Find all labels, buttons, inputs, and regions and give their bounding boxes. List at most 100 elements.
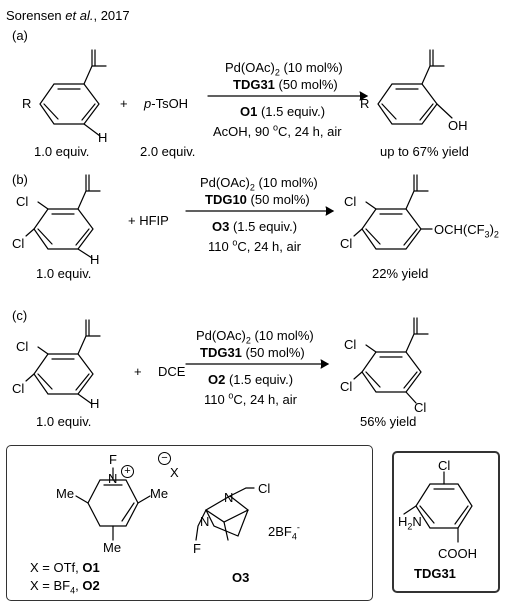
reaction-b-cond-tdg-load: (50 mol%) [246,192,310,207]
o3-f: F [193,541,201,556]
reaction-c-plus: + [134,364,142,379]
tdg31-h2n-sub: 2 [407,521,413,532]
reaction-c-yield: 56% yield [360,414,417,429]
o3-n-top: N [224,490,234,505]
reaction-c-cond-temp-value: 110 [204,392,229,407]
o1-n: N [108,471,118,486]
reaction-b-prod-group-sub: 3 [484,229,490,240]
reaction-a-cond-solvent-temp: AcOH, 90 [213,124,273,139]
reaction-a-cond-catalyst-name: Pd(OAc) [225,60,275,75]
reaction-b-cond-oxidant: O3 (1.5 equiv.) [212,219,297,234]
reaction-c-cond-tdg: TDG31 (50 mol%) [200,345,305,360]
reaction-a-yield: up to 67% yield [380,144,469,159]
reaction-a-label: (a) [12,28,28,43]
o3-n-bottom: N [200,514,210,529]
reaction-a-plus: + [120,96,128,111]
reaction-b-prod-group-a: OCH(CF [434,222,485,237]
tdg31-cooh: COOH [438,546,477,561]
reaction-b-cond-catalyst: Pd(OAc)2 (10 mol%) [200,175,318,193]
reaction-a-cond-degree: o [272,122,278,133]
reaction-a-product-structure [377,49,453,125]
o1-f: F [109,452,117,467]
reaction-c-cond-oxidant-name: O2 [208,372,226,387]
o1-definition-label: O1 [82,560,100,575]
reaction-b-cond-degree: o [232,237,238,248]
reaction-a-reactant-structure [39,49,107,137]
o2-definition-comma: , [75,578,83,593]
citation-etal: et al. [65,8,94,23]
reaction-b-cond-tdg: TDG10 (50 mol%) [205,192,310,207]
reaction-a-cond-oxidant: O1 (1.5 equiv.) [240,104,325,119]
reaction-a-cond-oxidant-name: O1 [240,104,258,119]
reaction-b-cond-catalyst-name: Pd(OAc) [200,175,250,190]
reaction-a-cond-oxidant-load: (1.5 equiv.) [257,104,326,119]
reaction-b-cond-temp-value: 110 [208,239,233,254]
reaction-b-prod-cl-top: Cl [344,194,357,209]
reaction-a-equiv-1: 1.0 equiv. [34,144,90,159]
o1-minus-charge: − [158,452,171,465]
reaction-b-cond-catalyst-load: (10 mol%) [254,175,318,190]
o1-definition: X = OTf, O1 [30,560,100,575]
reaction-c-reagent: DCE [158,364,186,379]
reaction-a-cond-catalyst: Pd(OAc)2 (10 mol%) [225,60,343,78]
o1-definition-x: X = OTf, [30,560,83,575]
o3-label: O3 [232,570,250,585]
reaction-b-cl-bottom: Cl [12,236,25,251]
reaction-a-cond-catalyst-load: (10 mol%) [279,60,343,75]
tdg31-box [392,451,500,593]
reaction-a-reagent-p: p [144,96,152,111]
tdg31-structure [403,471,473,543]
tdg31-h2n-h: H [398,514,408,529]
reaction-b-reactant-structure [25,174,101,259]
reaction-c-prod-cl-top: Cl [344,337,357,352]
reaction-c-h: H [90,396,100,411]
o2-definition-x: X = BF [30,578,71,593]
reaction-c-product-structure [353,317,429,404]
reaction-b-product-structure [353,174,433,250]
o1-me-left: Me [56,486,75,501]
reaction-b-prod-group-sub2: 2 [493,229,499,240]
reaction-b-cond-oxidant-load: (1.5 equiv.) [229,219,298,234]
oxidant-pyridinium-structure [75,467,151,541]
citation: Sorensen et al., 2017 [6,8,130,23]
reaction-a-reactant-r: R [22,96,32,111]
reaction-c-cl-bottom: Cl [12,381,25,396]
reaction-b-cond-temp: 110 oC, 24 h, air [208,237,301,254]
reaction-c-cond-catalyst-load: (10 mol%) [250,328,314,343]
reaction-c-label: (c) [12,308,28,323]
reaction-c-cond-tdg-load: (50 mol%) [241,345,305,360]
reaction-b-cond-catalyst-sub: 2 [249,182,255,193]
o1-plus-charge: + [121,465,134,478]
reaction-c-cond-temp: 110 oC, 24 h, air [204,391,297,407]
o3-counterion-bf: 2BF [268,524,292,539]
reaction-c-equiv: 1.0 equiv. [36,414,92,429]
o3-cl: Cl [258,481,271,496]
reaction-c-cond-time: C, 24 h, air [233,392,297,407]
reaction-a-cond-catalyst-sub: 2 [274,67,280,78]
reaction-c-cond-oxidant-load: (1.5 equiv.) [225,372,294,387]
tdg31-cl: Cl [438,458,451,473]
o2-definition: X = BF4, O2 [30,578,100,595]
citation-year: , 2017 [93,8,130,23]
reaction-b-equiv: 1.0 equiv. [36,266,92,281]
o3-counterion-sub: 4 [291,531,297,542]
o3-counterion-charge: - [296,522,300,533]
o1-me-bottom: Me [103,540,122,555]
reaction-c-cond-catalyst-sub: 2 [245,335,251,346]
tdg31-h2n-n: N [412,514,422,529]
reaction-b-cl-top: Cl [16,194,29,209]
reaction-c-cl-top: Cl [16,339,29,354]
reaction-b-h: H [90,252,100,267]
reaction-b-label: (b) [12,172,28,187]
o1-anion-x: X [170,465,179,480]
o3-counterion: 2BF4- [268,522,300,542]
reaction-b-cond-oxidant-name: O3 [212,219,230,234]
reaction-b-prod-group-b: ) [489,222,494,237]
reaction-a-reactant-h: H [98,130,108,145]
reaction-c-prod-cl-left: Cl [340,379,353,394]
reaction-a-product-r: R [360,96,370,111]
reaction-a-cond-tdg-name: TDG31 [233,77,275,92]
reaction-c-prod-cl-right: Cl [414,400,427,415]
oxidants-box [6,445,373,601]
